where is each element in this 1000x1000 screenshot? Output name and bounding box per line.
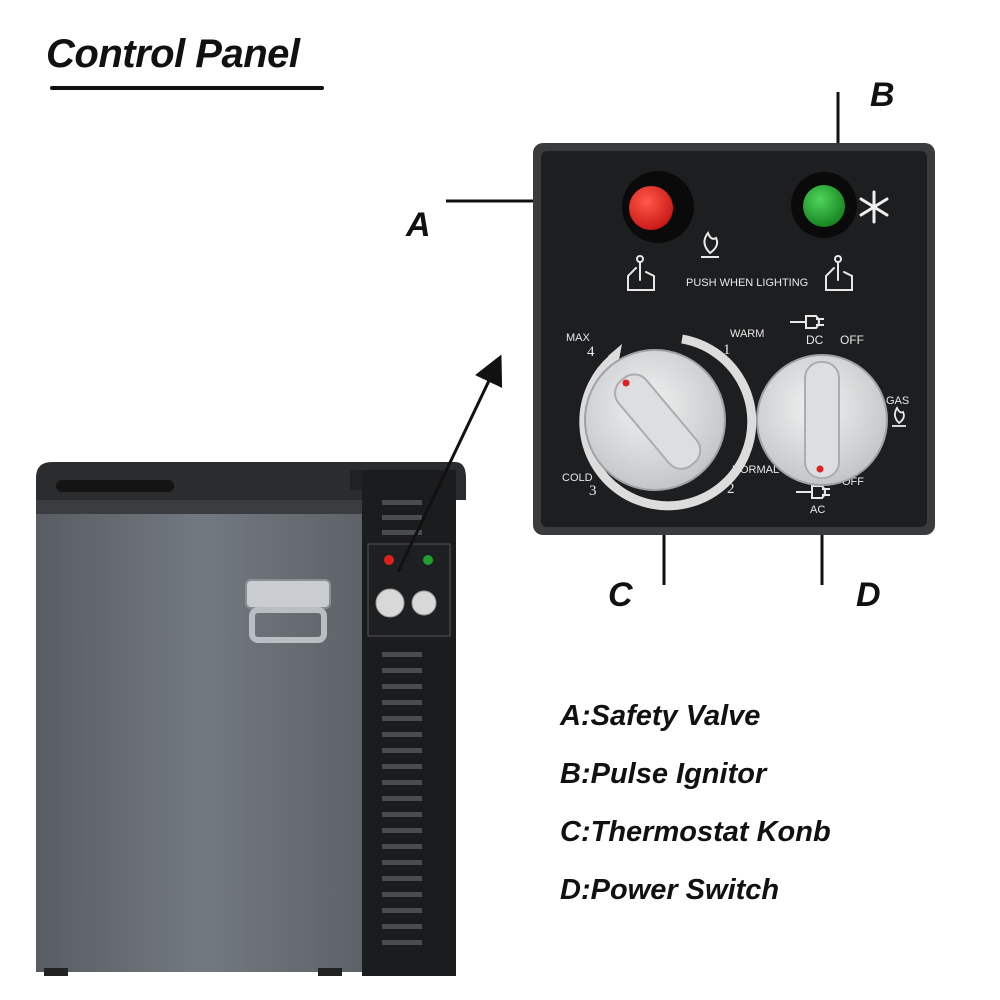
diagram-title: Control Panel: [46, 32, 300, 76]
lid-handle-slot: [56, 480, 174, 492]
callout-c: C: [608, 576, 633, 614]
warm-label: WARM: [730, 328, 764, 340]
gas-label: GAS: [886, 395, 909, 407]
flame-icon: [892, 406, 906, 427]
flame-icon: [701, 231, 719, 258]
power-switch-knob[interactable]: [756, 354, 888, 486]
mini-red-button: [384, 555, 394, 565]
thermostat-scale-arc: [579, 334, 757, 511]
legend-item-c: C:Thermostat Konb: [560, 816, 831, 848]
safety-valve-button: [629, 186, 673, 230]
power-indicator-dot: [816, 465, 824, 473]
title-underline: [50, 86, 324, 90]
mini-power-knob: [411, 590, 437, 616]
warm-number: 1: [723, 342, 731, 358]
legend-item-d: D:Power Switch: [560, 874, 780, 906]
side-vents: [382, 500, 422, 945]
control-panel-zoom: PUSH WHEN LIGHTING MAX 4 WARM 1 COLD 3 N…: [533, 143, 935, 535]
callout-b: B: [870, 76, 895, 114]
max-label: MAX: [566, 332, 591, 344]
plug-icon: [796, 485, 830, 499]
hand-push-icon: [825, 255, 853, 291]
lid-gasket: [36, 500, 366, 514]
hand-push-icon: [627, 255, 655, 291]
mini-control-panel: [367, 543, 451, 637]
max-number: 4: [587, 344, 595, 360]
cold-number: 3: [589, 483, 597, 499]
snowflake-icon: [859, 190, 889, 224]
plug-icon: [790, 315, 824, 329]
thermostat-indicator-dot: [622, 379, 630, 387]
chrome-handle: [245, 579, 331, 643]
legend-item-b: B:Pulse Ignitor: [560, 758, 767, 790]
off-top-label: OFF: [840, 333, 864, 347]
mini-green-button: [423, 555, 433, 565]
pulse-ignitor-button: [803, 185, 845, 227]
ac-label: AC: [810, 504, 825, 516]
legend-item-a: A:Safety Valve: [560, 700, 761, 732]
callout-a: A: [406, 206, 431, 244]
fridge: [36, 462, 466, 976]
cold-label: COLD: [562, 472, 593, 484]
thermostat-knob[interactable]: [584, 349, 726, 491]
callout-d: D: [856, 576, 881, 614]
normal-number: 2: [727, 481, 735, 497]
push-when-lighting-label: PUSH WHEN LIGHTING: [686, 277, 808, 289]
dc-label: DC: [806, 333, 824, 347]
mini-thermostat-knob: [375, 588, 405, 618]
zoom-arrow: [396, 354, 503, 573]
